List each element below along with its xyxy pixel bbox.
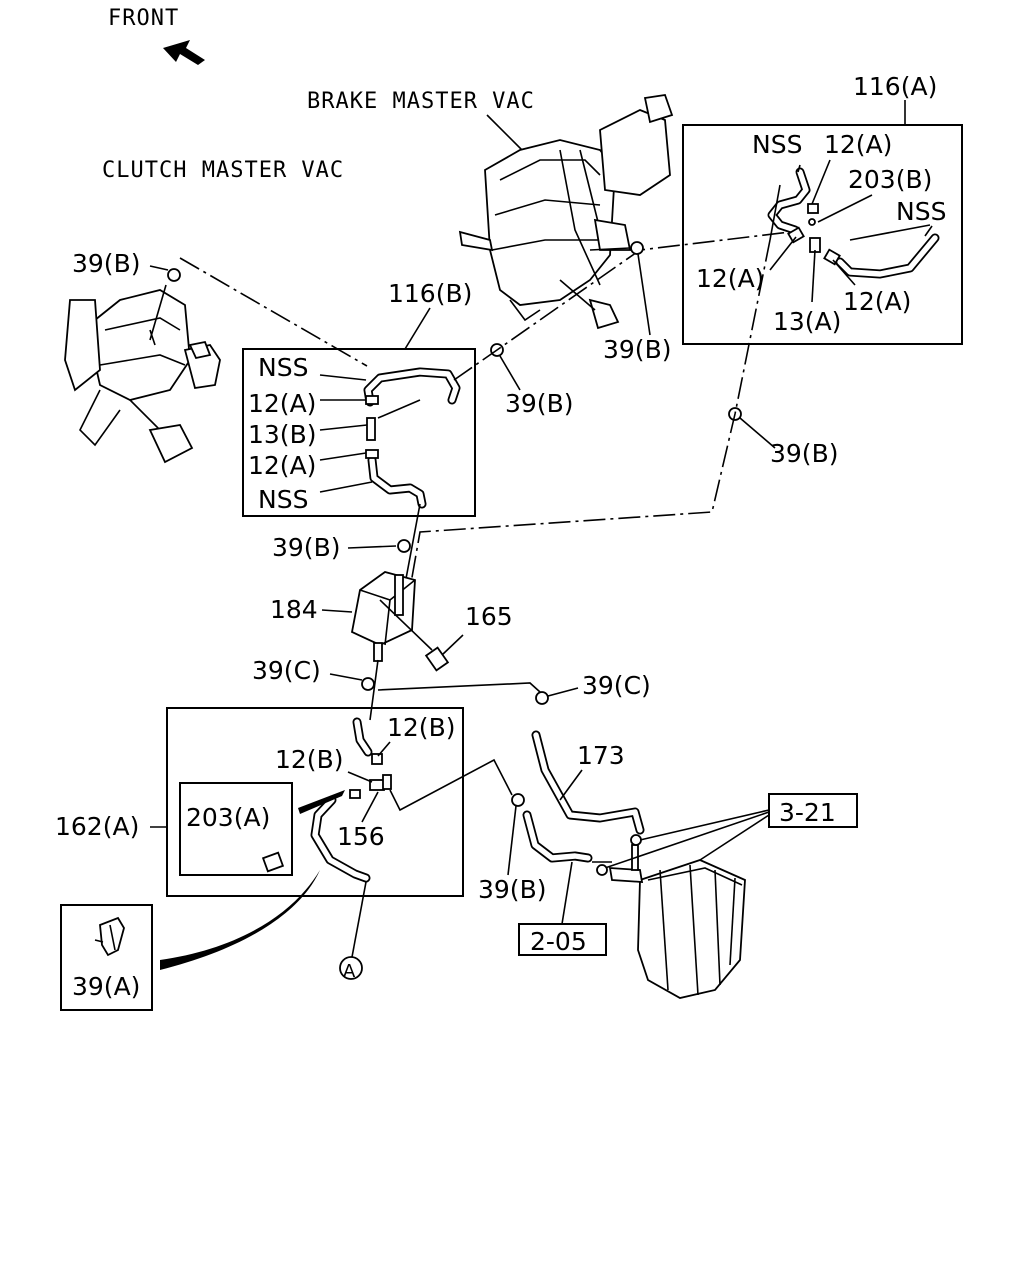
label-203a: 203(A) — [186, 803, 270, 832]
label-162a: 162(A) — [55, 812, 139, 841]
label-184: 184 — [270, 595, 318, 624]
label-nss-b2: NSS — [258, 485, 308, 514]
label-39b-1: 39(B) — [72, 249, 140, 278]
label-173: 173 — [577, 741, 625, 770]
label-12a-top: 12(A) — [824, 130, 892, 159]
label-203b: 203(B) — [848, 165, 932, 194]
reference-marker-a — [339, 956, 363, 980]
label-116b: 116(B) — [388, 279, 472, 308]
label-39c-2: 39(C) — [582, 671, 651, 700]
part-203a-cap — [261, 851, 285, 873]
label-12a-right: 12(A) — [843, 287, 911, 316]
label-39b-3: 39(B) — [603, 335, 671, 364]
label-2-05: 2-05 — [530, 927, 587, 956]
part-165-bolt — [379, 599, 450, 672]
label-39b-5: 39(B) — [272, 533, 340, 562]
label-12a-b2: 12(A) — [248, 451, 316, 480]
label-39b-2: 39(B) — [505, 389, 573, 418]
label-39b-6: 39(B) — [478, 875, 546, 904]
label-nss-a2: NSS — [896, 197, 946, 226]
part-184-bracket — [350, 571, 416, 662]
canister-assembly — [608, 844, 746, 999]
clutch-master-vac-label: CLUTCH MASTER VAC — [102, 158, 344, 183]
brake-master-vac-assembly — [458, 93, 674, 330]
clutch-master-vac-assembly — [64, 289, 221, 464]
label-13b: 13(B) — [248, 420, 316, 449]
label-12a-b1: 12(A) — [248, 389, 316, 418]
label-165: 165 — [465, 602, 513, 631]
label-156: 156 — [337, 822, 385, 851]
box-162a — [166, 707, 464, 897]
box-39a — [60, 904, 153, 1011]
label-12b-2: 12(B) — [275, 745, 343, 774]
label-12b-1: 12(B) — [387, 713, 455, 742]
label-13a: 13(A) — [773, 307, 841, 336]
label-12a-left: 12(A) — [696, 264, 764, 293]
label-116a: 116(A) — [853, 72, 937, 101]
label-39a: 39(A) — [72, 972, 140, 1001]
label-nss-a1: NSS — [752, 130, 802, 159]
label-3-21: 3-21 — [779, 798, 836, 827]
box-116a — [682, 124, 963, 345]
front-label: FRONT — [108, 6, 179, 31]
reference-a-letter: A — [343, 961, 356, 982]
box-116b — [242, 348, 476, 517]
label-39c-1: 39(C) — [252, 656, 321, 685]
brake-master-vac-label: BRAKE MASTER VAC — [307, 89, 535, 114]
box-203a — [179, 782, 293, 876]
label-nss-b1: NSS — [258, 353, 308, 382]
label-39b-4: 39(B) — [770, 439, 838, 468]
front-arrow-icon — [163, 40, 205, 65]
part-39a-clip — [94, 916, 125, 957]
